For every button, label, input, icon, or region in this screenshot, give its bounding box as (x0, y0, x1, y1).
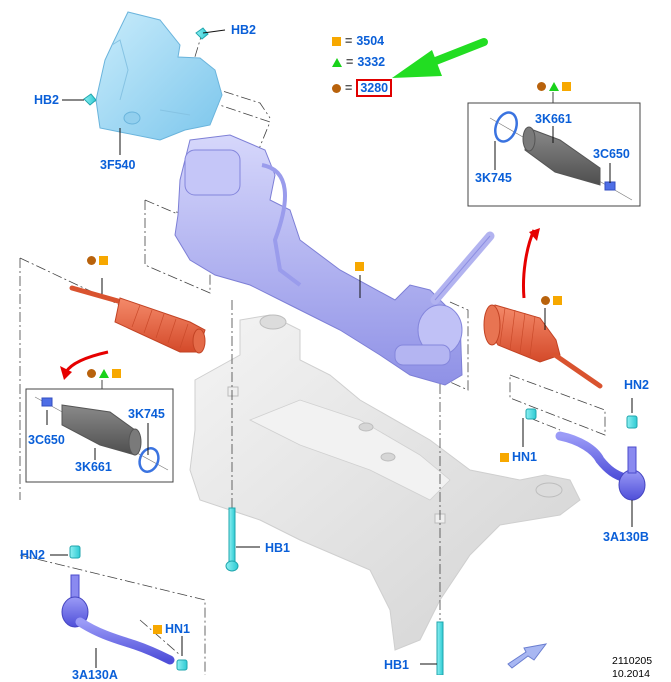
tie-rod-end-right (555, 431, 646, 501)
legend-item-triangle: = 3332 (332, 55, 385, 69)
square-symbol-icon (355, 262, 364, 271)
inset-right-symbols (537, 82, 571, 91)
legend-item-circle: = 3280 (332, 79, 393, 97)
label-hb2-top[interactable]: HB2 (231, 23, 257, 37)
square-symbol-icon (553, 296, 562, 305)
label-3c650-left[interactable]: 3C650 (28, 433, 65, 447)
inset-box-right (467, 92, 641, 207)
triangle-symbol-icon (99, 369, 109, 378)
diagram-id: 2110205 (612, 655, 653, 667)
label-hn2-right[interactable]: HN2 (624, 378, 650, 392)
fasteners (69, 27, 638, 675)
hn1-left-group: HN1 (153, 622, 190, 636)
label-hb2-left[interactable]: HB2 (34, 93, 60, 107)
square-symbol-icon (112, 369, 121, 378)
triangle-symbol-icon (332, 57, 342, 67)
rack-symbol (355, 262, 364, 271)
green-pointer-arrow (392, 38, 488, 78)
red-move-arrows (60, 228, 540, 380)
label-3a130b[interactable]: 3A130B (603, 530, 649, 544)
label-3k745-left[interactable]: 3K745 (128, 407, 165, 421)
legend-code-3332[interactable]: 3332 (357, 55, 386, 69)
legend-eq: = (345, 34, 353, 48)
front-direction-arrow (507, 643, 548, 669)
heat-shield-3f540 (95, 11, 223, 141)
legend-item-square: = 3504 (332, 34, 384, 48)
square-symbol-icon (99, 256, 108, 265)
square-symbol-icon (500, 452, 509, 462)
label-hn1-right[interactable]: HN1 (512, 450, 538, 464)
label-3k661-left[interactable]: 3K661 (75, 460, 112, 474)
label-hn2-left[interactable]: HN2 (20, 548, 46, 562)
square-symbol-icon (562, 82, 571, 91)
circle-symbol-icon (332, 83, 341, 93)
subframe (189, 314, 581, 651)
label-hb1-left[interactable]: HB1 (265, 541, 291, 555)
circle-symbol-icon (537, 82, 546, 91)
circle-symbol-icon (87, 369, 96, 378)
inset-left-symbols (87, 369, 121, 378)
leader-lines (46, 29, 633, 668)
triangle-symbol-icon (549, 82, 559, 91)
label-hb1-bottom[interactable]: HB1 (384, 658, 410, 672)
label-3k745-right[interactable]: 3K745 (475, 171, 512, 185)
left-steering-boot (69, 285, 206, 354)
steering-gear-rack (174, 134, 495, 386)
tie-rod-end-left (61, 574, 175, 665)
right-steering-boot (483, 304, 603, 389)
legend-eq: = (345, 81, 353, 95)
label-3k661-right[interactable]: 3K661 (535, 112, 572, 126)
legend-eq: = (346, 55, 354, 69)
label-hn1-left[interactable]: HN1 (165, 622, 191, 636)
inset-box-left (25, 380, 174, 483)
square-symbol-icon (153, 624, 162, 634)
circle-symbol-icon (541, 296, 550, 305)
right-boot-symbols (541, 296, 562, 305)
hn1-right-group: HN1 (500, 450, 537, 464)
label-3a130a[interactable]: 3A130A (72, 668, 118, 682)
label-3c650-right[interactable]: 3C650 (593, 147, 630, 161)
square-symbol-icon (332, 36, 341, 46)
legend-code-3280-highlighted[interactable]: 3280 (356, 79, 393, 97)
circle-symbol-icon (87, 256, 96, 265)
diagram-date: 10.2014 (612, 668, 650, 680)
label-3f540[interactable]: 3F540 (100, 158, 136, 172)
legend-code-3504[interactable]: 3504 (356, 34, 385, 48)
left-boot-symbols (87, 256, 108, 265)
